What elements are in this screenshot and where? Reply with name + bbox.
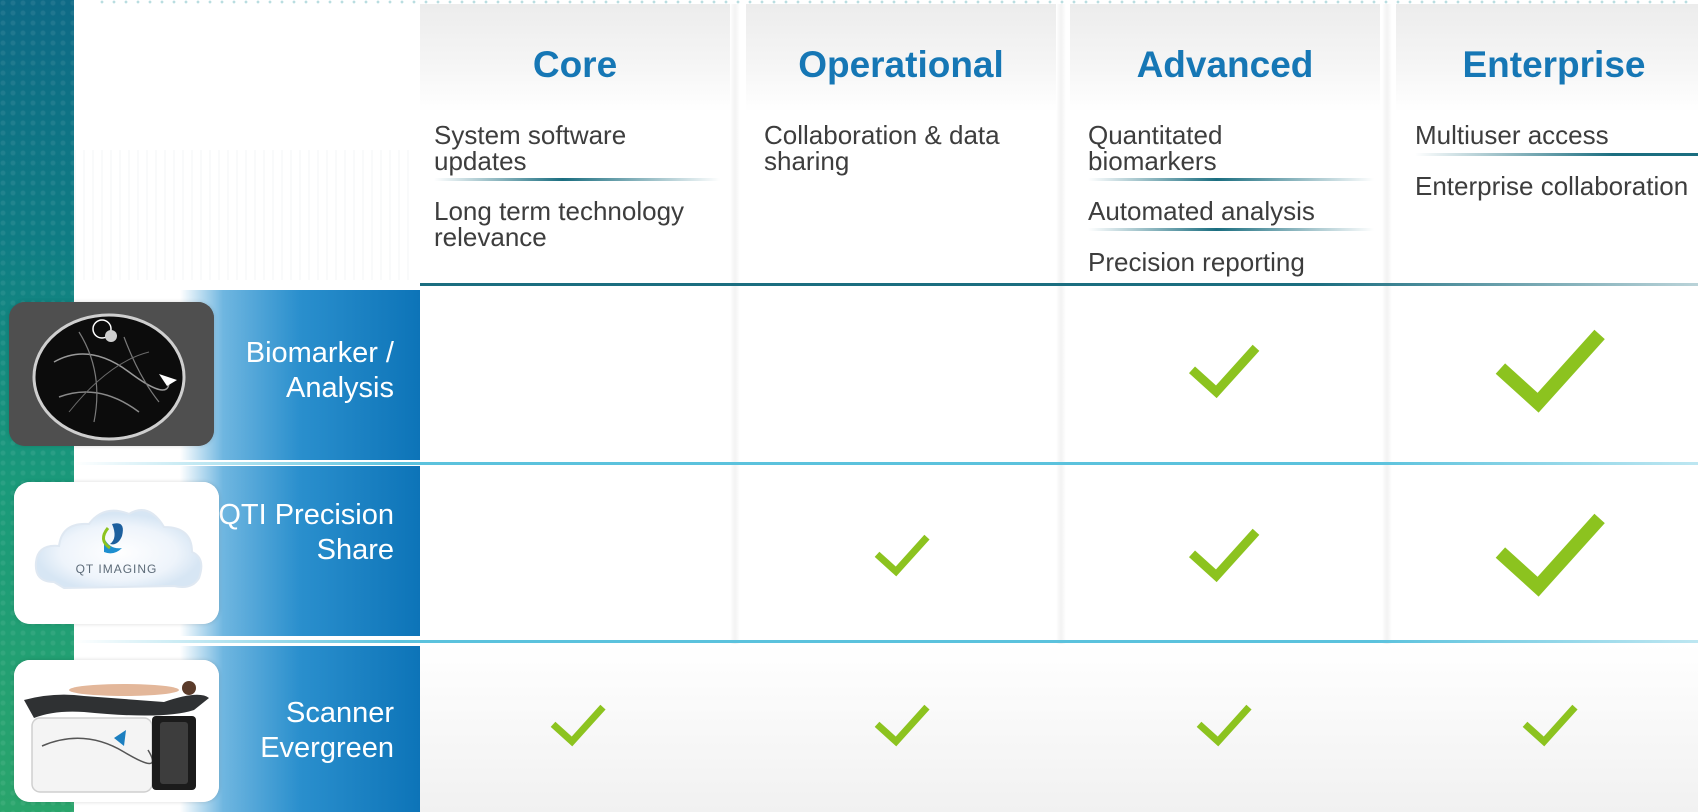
cloud-logo-icon	[14, 482, 219, 624]
feature-precision-reporting: Precision reporting	[1088, 247, 1305, 277]
column-title-enterprise: Enterprise	[1462, 44, 1646, 85]
scanner-device-image	[14, 660, 219, 802]
feature-enterprise-collaboration: Enterprise collaboration	[1415, 171, 1689, 201]
column-title-operational: Operational	[798, 44, 1004, 85]
header-divider-line	[420, 283, 1698, 286]
feature-divider	[1088, 228, 1374, 231]
column-title-advanced: Advanced	[1136, 44, 1314, 85]
column-header-bg	[1396, 4, 1698, 112]
row-scanner-background	[420, 644, 1698, 812]
row-label-precision-share: QTI Precision Share	[218, 499, 394, 566]
column-separator	[1382, 4, 1392, 812]
column-header-bg	[746, 4, 1056, 112]
column-operational: Operational Collaboration & data sharing	[746, 0, 1056, 812]
column-advanced: Advanced Quantitated biomarkers Automate…	[1070, 0, 1380, 812]
scanner-device-icon	[14, 660, 219, 802]
feature-system-software-updates: System software updates	[434, 120, 627, 176]
row-divider-line	[74, 640, 1698, 643]
feature-automated-analysis: Automated analysis	[1088, 196, 1315, 226]
breast-scan-icon	[9, 302, 214, 446]
background-watermark	[74, 150, 414, 280]
column-separator	[730, 4, 740, 812]
top-dotted-border	[96, 0, 1696, 4]
qt-imaging-cloud-logo: QT IMAGING	[14, 482, 219, 624]
feature-multiuser-access: Multiuser access	[1415, 120, 1609, 150]
feature-quantitated-biomarkers: Quantitated biomarkers	[1088, 120, 1223, 176]
column-enterprise: Enterprise Multiuser access Enterprise c…	[1396, 0, 1698, 812]
feature-divider	[1088, 178, 1374, 181]
column-separator	[1056, 4, 1066, 812]
breast-scan-image	[9, 302, 214, 446]
column-title-core: Core	[532, 44, 618, 85]
row-header-scanner-evergreen: Scanner Evergreen	[180, 646, 420, 812]
feature-long-term-relevance: Long term technology relevance	[434, 196, 685, 252]
row-label-scanner-evergreen: Scanner Evergreen	[260, 697, 394, 764]
feature-divider	[434, 178, 720, 181]
feature-divider	[1415, 153, 1698, 156]
row-divider-line	[74, 462, 1698, 465]
column-header-bg	[1070, 4, 1380, 112]
logo-text: QT IMAGING	[75, 562, 158, 576]
row-header-precision-share: QTI Precision Share	[180, 466, 420, 636]
column-header-bg	[420, 4, 730, 112]
column-core: Core System software updates Long term t…	[420, 0, 730, 812]
feature-collaboration-data-sharing: Collaboration & data sharing	[764, 120, 1000, 176]
row-label-biomarker: Biomarker / Analysis	[245, 337, 394, 404]
row-header-biomarker: Biomarker / Analysis	[180, 290, 420, 460]
